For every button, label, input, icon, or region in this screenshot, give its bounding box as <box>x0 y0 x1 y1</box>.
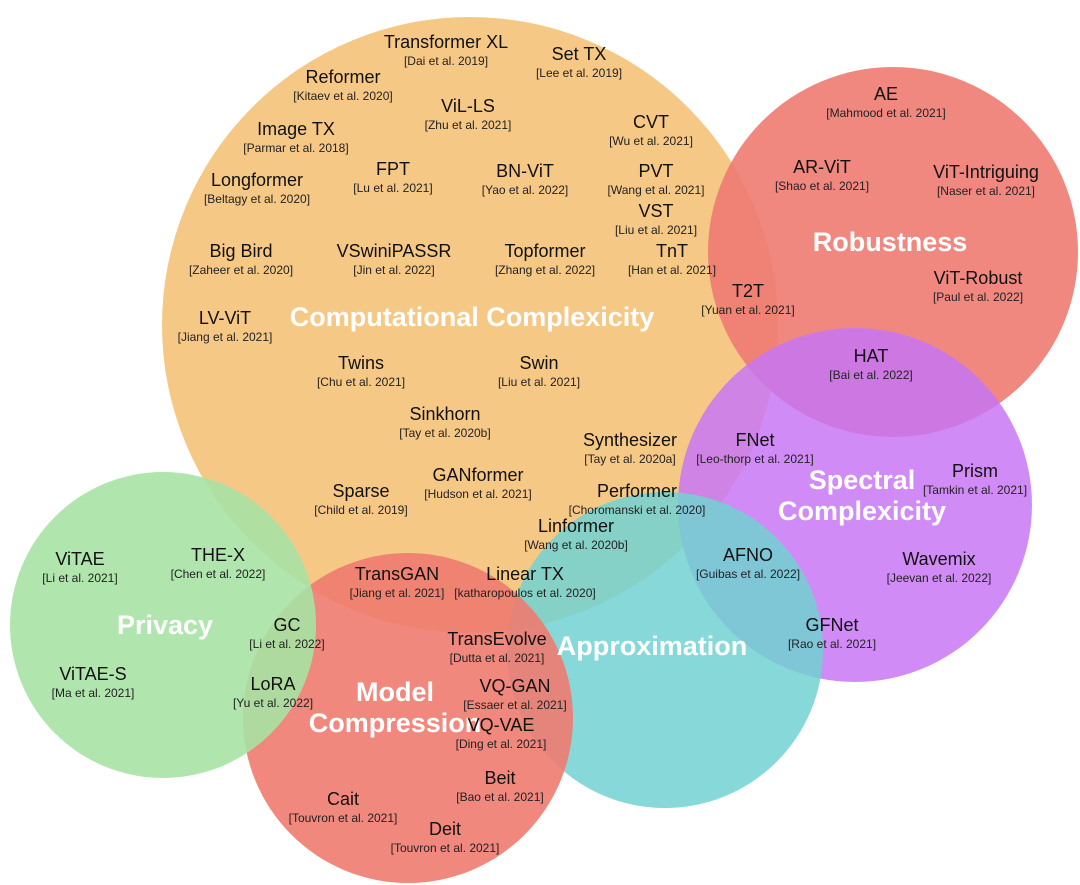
method-label: GC[Li et al. 2022] <box>249 615 325 651</box>
method-label: PVT[Wang et al. 2021] <box>607 161 705 197</box>
method-label: Big Bird[Zaheer et al. 2020] <box>188 241 294 277</box>
method-label: VQ-VAE[Ding et al. 2021] <box>455 715 547 751</box>
method-label: ViT-Intriguing[Naser et al. 2021] <box>933 162 1039 198</box>
method-label: TransEvolve[Dutta et al. 2021] <box>447 629 547 665</box>
region-label-approximation: Approximation <box>556 631 748 661</box>
method-label: TransGAN[Jiang et al. 2021] <box>349 564 445 600</box>
method-label: Synthesizer[Tay et al. 2020a] <box>582 430 678 466</box>
method-label: FPT[Lu et al. 2021] <box>353 159 433 195</box>
method-label: GFNet[Rao et al. 2021] <box>787 615 877 651</box>
method-label: Swin[Liu et al. 2021] <box>497 353 581 389</box>
method-label: Deit[Touvron et al. 2021] <box>390 819 500 855</box>
method-label: Sparse[Child et al. 2019] <box>314 481 408 517</box>
method-label: VST[Liu et al. 2021] <box>614 201 698 237</box>
method-label: Topformer[Zhang et al. 2022] <box>494 241 596 277</box>
method-label: Cait[Touvron et al. 2021] <box>288 789 398 825</box>
method-label: Transformer XL[Dai et al. 2019] <box>383 32 509 68</box>
region-label-computational-complexity: Computational Complexicity <box>289 302 655 332</box>
method-label: Set TX[Lee et al. 2019] <box>535 44 623 80</box>
circle-privacy <box>10 472 316 778</box>
method-label: Linformer[Wang et al. 2020b] <box>524 516 628 552</box>
method-label: LV-ViT[Jiang et al. 2021] <box>177 308 273 344</box>
method-label: LoRA[Yu et al. 2022] <box>232 674 314 710</box>
method-label: GANformer[Hudson et al. 2021] <box>424 465 532 501</box>
method-label: FNet[Leo-thorp et al. 2021] <box>696 430 814 466</box>
method-label: Twins[Chu et al. 2021] <box>316 353 406 389</box>
method-label: ViTAE[Li et al. 2021] <box>42 549 118 585</box>
method-label: ViT-Robust[Paul et al. 2022] <box>932 268 1024 304</box>
method-label: Sinkhorn[Tay et al. 2020b] <box>399 404 491 440</box>
method-label: VSwiniPASSR[Jin et al. 2022] <box>336 241 452 277</box>
circle-computational-complexity <box>162 17 778 633</box>
method-label: Beit[Bao et al. 2021] <box>456 768 544 804</box>
method-label: AE[Mahmood et al. 2021] <box>826 84 946 120</box>
method-label: VQ-GAN[Essaer et al. 2021] <box>463 676 567 712</box>
region-label-privacy: Privacy <box>116 610 214 640</box>
method-label: THE-X[Chen et al. 2022] <box>170 545 266 581</box>
method-label: Wavemix[Jeevan et al. 2022] <box>886 549 992 585</box>
region-label-robustness: Robustness <box>812 227 968 257</box>
method-label: Image TX[Parmar et al. 2018] <box>243 119 349 155</box>
circle-approximation <box>507 492 823 808</box>
circle-model-compression <box>243 553 573 883</box>
method-label: AR-ViT[Shao et al. 2021] <box>774 157 870 193</box>
method-label: AFNO[Guibas et al. 2022] <box>695 545 801 581</box>
method-label: TnT[Han et al. 2021] <box>627 241 717 277</box>
method-label: Prism[Tamkin et al. 2021] <box>922 461 1028 497</box>
method-label: CVT[Wu et al. 2021] <box>609 112 693 148</box>
method-label: Linear TX[katharopoulos et al. 2020] <box>454 564 596 600</box>
method-label: Longformer[Beltagy et al. 2020] <box>203 170 311 206</box>
method-label: ViTAE-S[Ma et al. 2021] <box>51 664 135 700</box>
method-label: T2T[Yuan et al. 2021] <box>701 281 795 317</box>
method-label: Performer[Choromanski et al. 2020] <box>568 481 706 517</box>
method-label: HAT[Bai et al. 2022] <box>829 346 913 382</box>
method-label: ViL-LS[Zhu et al. 2021] <box>424 96 512 132</box>
method-label: Reformer[Kitaev et al. 2020] <box>293 67 393 103</box>
method-label: BN-ViT[Yao et al. 2022] <box>481 161 569 197</box>
